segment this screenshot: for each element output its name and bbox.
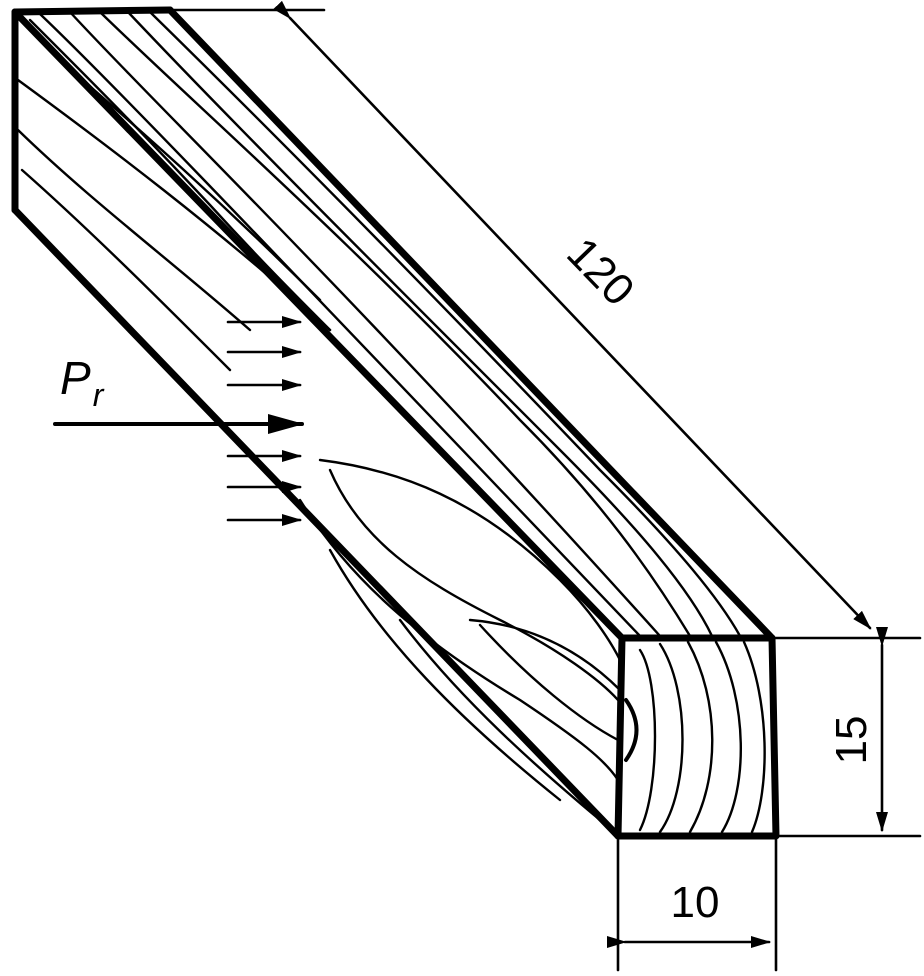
beam-top-back-edge xyxy=(11,6,174,16)
width-dimension-label: 10 xyxy=(671,878,720,927)
force-label: Pr xyxy=(60,352,105,413)
length-dimension-line xyxy=(273,0,872,630)
end-grain-rings xyxy=(624,640,766,834)
length-dimension-label: 120 xyxy=(557,229,643,316)
resultant-force: Pr xyxy=(53,352,304,434)
top-face-grain xyxy=(28,10,742,638)
beam-top-far-edge xyxy=(166,6,776,642)
dimension-height: 15 xyxy=(774,627,922,838)
height-dimension-label: 15 xyxy=(827,716,876,765)
dimension-width: 10 xyxy=(607,834,778,972)
dimension-length: 120 xyxy=(168,0,922,640)
side-face-grain xyxy=(16,78,622,822)
beam-top-near-edge xyxy=(11,8,626,642)
